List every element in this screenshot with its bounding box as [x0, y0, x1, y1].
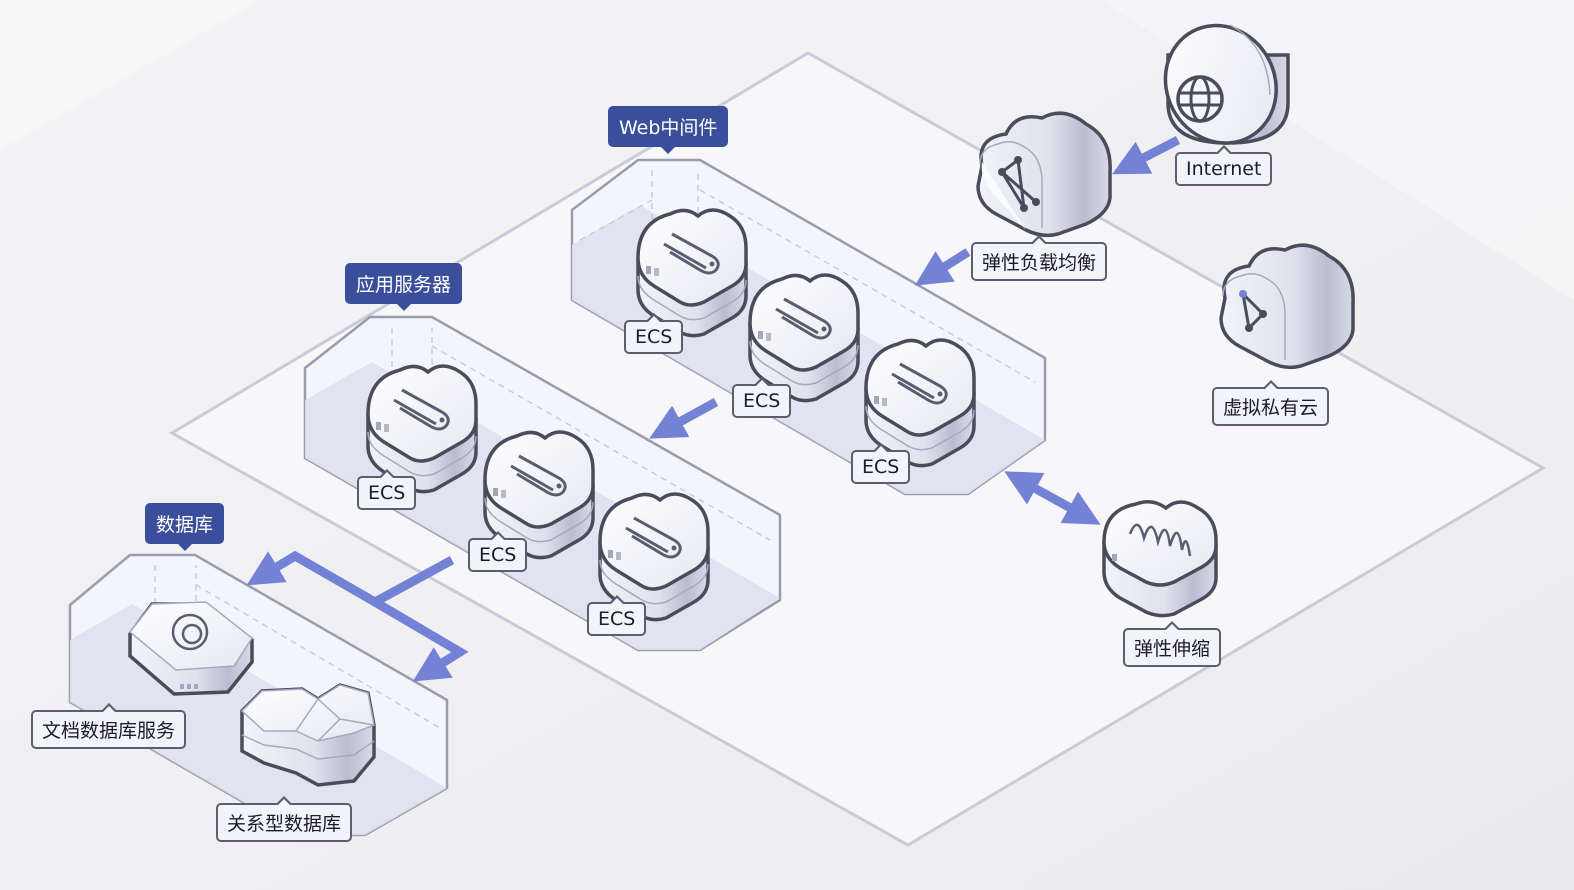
docdb-label: 文档数据库服务 [31, 703, 187, 749]
internet-globe-icon[interactable] [1145, 6, 1297, 163]
auto-scaling-label: 弹性伸缩 [1123, 621, 1222, 667]
rds-hex-cluster-icon[interactable] [240, 683, 376, 787]
db-group-tag: 数据库 [145, 503, 225, 551]
arrow-app-to-docdb [246, 550, 455, 608]
app-ecs-3-label: ECS [587, 595, 647, 636]
arrow-as-web-bidirectional [1004, 471, 1101, 525]
docdb-spiral-icon[interactable] [128, 601, 254, 696]
web-group-tag: Web中间件 [608, 106, 729, 154]
vpc-icon[interactable] [1219, 243, 1355, 370]
rds-label: 关系型数据库 [216, 796, 353, 842]
web-ecs-3-label: ECS [851, 443, 911, 484]
internet-label: Internet [1175, 145, 1273, 186]
app-ecs-2-label: ECS [468, 531, 528, 572]
arrow-slb-to-web [914, 248, 971, 286]
arrows [246, 136, 1181, 682]
arrow-internet-to-slb [1112, 136, 1181, 175]
slb-label: 弹性负载均衡 [971, 235, 1108, 281]
vpc-label: 虚拟私有云 [1212, 380, 1330, 426]
arrow-web-to-app [649, 398, 719, 439]
arrow-app-to-rds [372, 598, 469, 682]
app-group-tag: 应用服务器 [345, 263, 463, 311]
load-balancer-icon[interactable] [976, 111, 1112, 238]
auto-scaling-icon[interactable] [1102, 500, 1218, 618]
app-ecs-1-label: ECS [357, 469, 417, 510]
web-ecs-1-label: ECS [624, 313, 684, 354]
web-ecs-2-label: ECS [732, 377, 792, 418]
